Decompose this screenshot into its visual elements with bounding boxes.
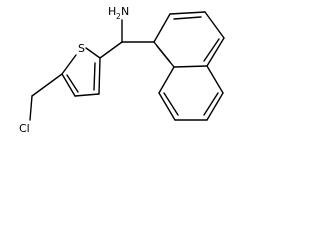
bond-n4-n4a-double — [203, 38, 220, 62]
bond-c5-cl — [31, 73, 63, 97]
bond-n8-n7 — [158, 92, 176, 121]
bond-c3-c2-double — [93, 62, 96, 91]
bond-n3-n4 — [204, 11, 225, 39]
structure-canvas: H 2 N S Cl — [0, 0, 242, 150]
bond-n8a-n8 — [158, 66, 175, 94]
sulfur-label: S — [78, 42, 85, 55]
chlorine-label: Cl — [19, 122, 30, 135]
bond-n2-n3-double — [173, 16, 202, 20]
amine-h-label: H — [108, 5, 116, 18]
bond-n8-n7-double — [163, 92, 179, 116]
bond-cl-connector — [29, 95, 33, 121]
bond-s-c5 — [61, 54, 77, 75]
bond-c5-c4-double — [66, 74, 79, 93]
bond-n4a-n8a — [173, 65, 208, 68]
bond-n1-n2 — [153, 13, 171, 43]
bond-n5-n4a — [206, 65, 224, 94]
bond-c2-s — [85, 47, 101, 59]
bond-c3-c2 — [98, 57, 101, 95]
bond-c5-c4 — [61, 73, 76, 97]
amine-h-subscript: 2 — [116, 12, 121, 21]
bond-ch-thiophene — [99, 41, 123, 59]
bond-n8a-n1-double — [156, 45, 171, 63]
amine-n-label: N — [121, 5, 129, 18]
bond-n6-n5 — [206, 92, 224, 121]
bond-n2-n3 — [169, 11, 206, 15]
bond-n6-n5-double — [203, 92, 219, 116]
bond-c4-c3 — [74, 93, 100, 97]
bond-n4-n4a — [206, 37, 225, 67]
molecule-drawing: H 2 N S Cl — [19, 5, 225, 135]
